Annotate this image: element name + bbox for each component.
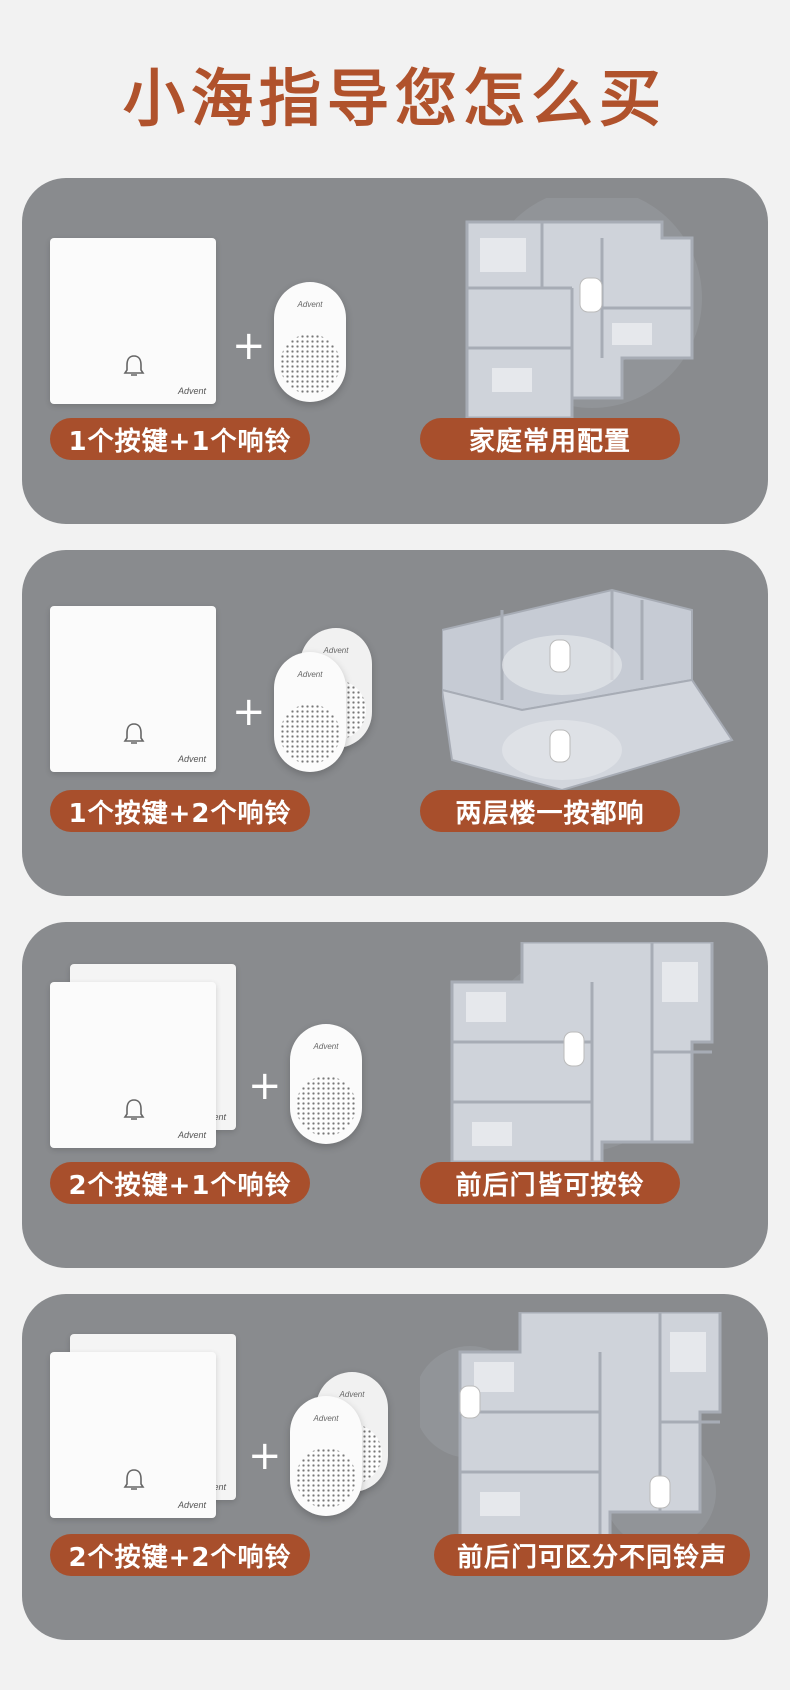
doorbell-button-image: Advent — [50, 606, 216, 772]
plus-icon: + — [248, 1433, 282, 1479]
config-label: 2个按键+1个响铃 — [50, 1162, 310, 1204]
option-card-3[interactable]: Advent Advent + Advent 2个按键+1个响铃 前后门皆可按铃 — [22, 922, 768, 1268]
speaker-grille — [296, 1076, 356, 1136]
config-label: 2个按键+2个响铃 — [50, 1534, 310, 1576]
brand-logo: Advent — [177, 386, 206, 396]
brand-logo: Advent — [177, 1500, 206, 1510]
floor-plan-image — [450, 942, 714, 1162]
brand-logo: Advent — [177, 1130, 206, 1140]
chime-receiver-image: Advent — [290, 1396, 362, 1516]
config-label: 1个按键+1个响铃 — [50, 418, 310, 460]
chime-brand-logo: Advent — [339, 1390, 365, 1399]
option-card-2[interactable]: Advent + Advent Advent 1个按键+2个响铃 两层楼一按都响 — [22, 550, 768, 896]
chime-receiver-image: Advent — [274, 652, 346, 772]
option-card-1[interactable]: Advent + Advent 1个按键+1个响铃 家庭常用配置 — [22, 178, 768, 524]
two-floor-house-image — [442, 588, 734, 792]
chime-brand-logo: Advent — [297, 670, 323, 679]
floor-plan-image — [420, 1312, 722, 1536]
config-description: 前后门可区分不同铃声 — [434, 1534, 750, 1576]
config-description: 家庭常用配置 — [420, 418, 680, 460]
speaker-grille — [280, 704, 340, 764]
config-description: 两层楼一按都响 — [420, 790, 680, 832]
config-description: 前后门皆可按铃 — [420, 1162, 680, 1204]
speaker-grille — [280, 334, 340, 394]
bell-icon — [123, 355, 145, 376]
bell-icon — [123, 723, 145, 744]
doorbell-button-image: Advent — [50, 982, 216, 1148]
doorbell-button-image: Advent — [50, 238, 216, 404]
chime-brand-logo: Advent — [297, 300, 323, 309]
option-card-4[interactable]: Advent Advent + Advent Advent 2个按键+2个响铃 … — [22, 1294, 768, 1640]
bell-icon — [123, 1469, 145, 1490]
chime-receiver-image: Advent — [274, 282, 346, 402]
plus-icon: + — [248, 1063, 282, 1109]
page-title: 小海指导您怎么买 — [122, 62, 667, 135]
chime-brand-logo: Advent — [313, 1042, 339, 1051]
chime-brand-logo: Advent — [313, 1414, 339, 1423]
plus-icon: + — [232, 689, 266, 735]
doorbell-button-image: Advent — [50, 1352, 216, 1518]
plus-icon: + — [232, 323, 266, 369]
config-label: 1个按键+2个响铃 — [50, 790, 310, 832]
floor-plan-image — [465, 198, 702, 418]
chime-brand-logo: Advent — [323, 646, 349, 655]
bell-icon — [123, 1099, 145, 1120]
speaker-grille — [296, 1448, 356, 1508]
chime-receiver-image: Advent — [290, 1024, 362, 1144]
brand-logo: Advent — [177, 754, 206, 764]
